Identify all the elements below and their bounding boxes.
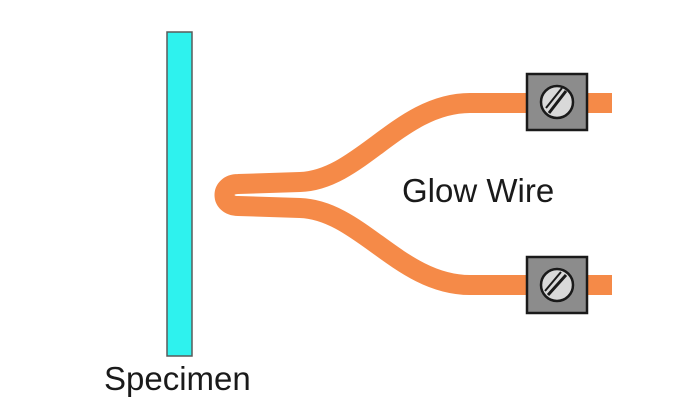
glow-wire-loop [214, 93, 612, 295]
specimen-label: Specimen [104, 360, 251, 397]
bottom-terminal [525, 255, 589, 315]
specimen-bar [166, 31, 193, 357]
slotted-screw-icon [539, 84, 575, 120]
glow-wire-label: Glow Wire [402, 172, 555, 209]
slotted-screw-icon [539, 267, 575, 303]
top-terminal [525, 72, 589, 132]
